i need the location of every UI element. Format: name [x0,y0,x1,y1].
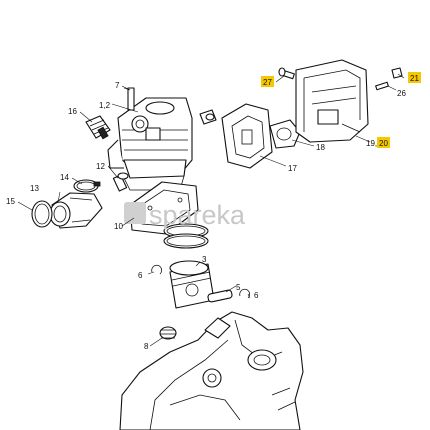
highlight-21 [408,72,421,83]
label-1-2: 1,2 [99,101,111,110]
label-18: 18 [316,143,325,152]
screw-27 [278,67,295,80]
intake-manifold [49,192,103,229]
watermark: spareka [124,200,246,230]
part-labels: 7 1,2 16 12 14 13 15 10 3 6 5 6 8 17 18 … [6,72,421,351]
muffler-gasket [269,119,301,149]
piston [169,260,215,309]
cylinder [107,97,193,191]
muffler [295,59,369,143]
label-20: 20 [379,139,388,148]
label-8: 8 [144,342,149,351]
highlight-27 [261,76,274,87]
needle-cage [159,326,177,340]
circlip-right [239,288,251,299]
flange-ring [31,200,53,228]
piston-pin [207,289,233,303]
spark-plug [123,87,135,111]
label-12: 12 [96,162,105,171]
bolt-12 [112,172,129,192]
watermark-text: spareka [149,200,246,230]
decompression-valve [85,115,111,140]
label-3: 3 [202,255,207,264]
label-26: 26 [397,89,406,98]
label-6b: 6 [254,291,259,300]
label-17: 17 [288,164,297,173]
label-16: 16 [68,107,77,116]
nut-21 [391,67,403,79]
label-21: 21 [410,74,419,83]
label-13: 13 [30,184,39,193]
label-15: 15 [6,197,15,206]
muffler-plate [221,103,273,169]
label-7: 7 [115,81,120,90]
leader-lines [17,73,405,347]
highlight-20 [377,137,390,148]
label-27: 27 [263,78,272,87]
piston-rings [163,223,209,249]
screw-26 [375,81,389,91]
label-14: 14 [60,173,69,182]
label-6a: 6 [138,271,143,280]
label-10: 10 [114,222,123,231]
label-19: 19, [366,139,377,148]
crankcase [119,311,304,430]
label-5: 5 [236,283,241,292]
circlip-left [151,264,163,275]
cylinder-nut [199,109,217,125]
